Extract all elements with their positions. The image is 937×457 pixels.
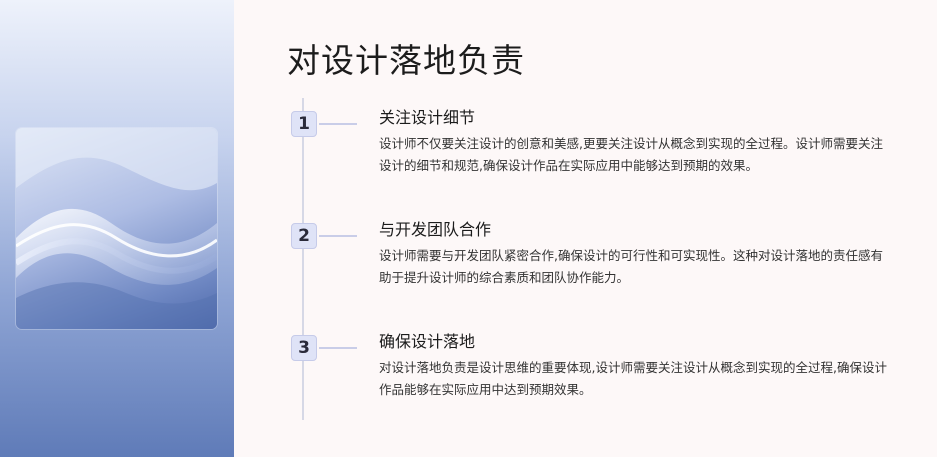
step-connector: [319, 235, 357, 237]
step-connector: [319, 123, 357, 125]
decorative-side-panel: [0, 0, 234, 457]
step-connector: [319, 347, 357, 349]
wave-graphic: [16, 128, 217, 329]
wave-image: [16, 128, 217, 329]
page-title: 对设计落地负责: [287, 41, 525, 80]
step-description: 设计师需要与开发团队紧密合作,确保设计的可行性和可实现性。这种对设计落地的责任感…: [379, 248, 883, 285]
step-number-badge: 3: [291, 335, 317, 361]
step-title: 与开发团队合作: [379, 220, 492, 239]
step-title: 关注设计细节: [379, 108, 476, 127]
step-description: 对设计落地负责是设计思维的重要体现,设计师需要关注设计从概念到实现的全过程,确保…: [379, 360, 887, 397]
timeline-line: [302, 98, 304, 420]
step-number-badge: 2: [291, 223, 317, 249]
step-description: 设计师不仅要关注设计的创意和美感,更要关注设计从概念到实现的全过程。设计师需要关…: [379, 136, 883, 173]
step-title: 确保设计落地: [379, 332, 476, 351]
step-number-badge: 1: [291, 111, 317, 137]
